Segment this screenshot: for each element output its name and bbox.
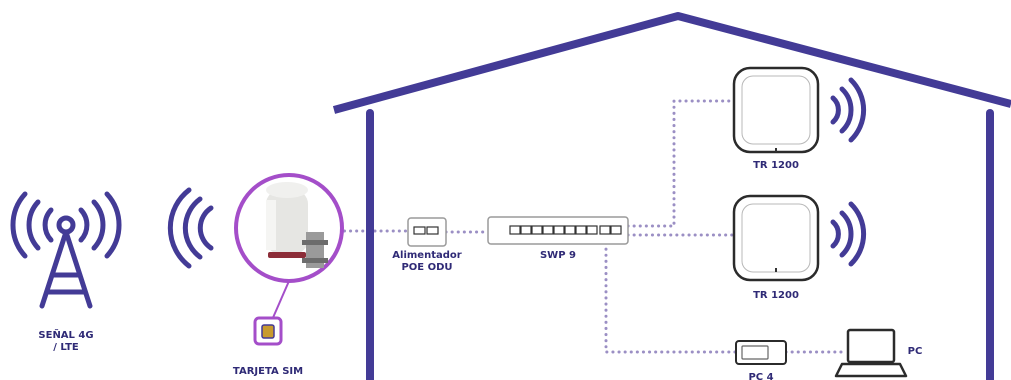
laptop-icon: [834, 328, 908, 378]
access-point-top-label: TR 1200: [753, 160, 799, 171]
wireless-access-point-icon: [732, 194, 820, 282]
poe-injector-icon: [407, 217, 447, 247]
house-roof: [332, 12, 1011, 114]
switch-label: SWP 9: [539, 250, 576, 261]
sim-card-label: TARJETA SIM: [232, 366, 304, 377]
router-icon: [735, 340, 787, 365]
outdoor-antenna-icon: [234, 173, 344, 283]
network-links: [318, 99, 848, 354]
wireless-access-point-icon: [732, 66, 820, 154]
link-switch-to-ap-top: [626, 99, 736, 228]
network-switch-icon: [487, 216, 629, 245]
tower-label-line-1: SEÑAL 4G: [38, 330, 94, 341]
tower-label-line-2: / LTE: [53, 342, 79, 353]
poe-injector-label-line-1: Alimentador: [392, 250, 462, 261]
cpe-label: PC 4: [748, 372, 774, 380]
tower-label: SEÑAL 4G / LTE: [26, 330, 106, 354]
poe-injector-label: Alimentador POE ODU: [377, 250, 477, 274]
pc-label: PC: [907, 346, 923, 357]
signal-waves-icon: [167, 187, 214, 269]
access-point-middle-label: TR 1200: [753, 290, 799, 301]
signal-waves-icon: [830, 77, 867, 143]
sim-connector: [271, 280, 290, 321]
link-switch-to-cpe: [604, 241, 738, 354]
poe-injector-label-line-2: POE ODU: [401, 262, 453, 273]
house-outline: [332, 12, 1011, 380]
signal-waves-icon: [830, 201, 867, 267]
cell-tower-icon: [10, 191, 122, 309]
sim-card-icon: [253, 316, 283, 346]
